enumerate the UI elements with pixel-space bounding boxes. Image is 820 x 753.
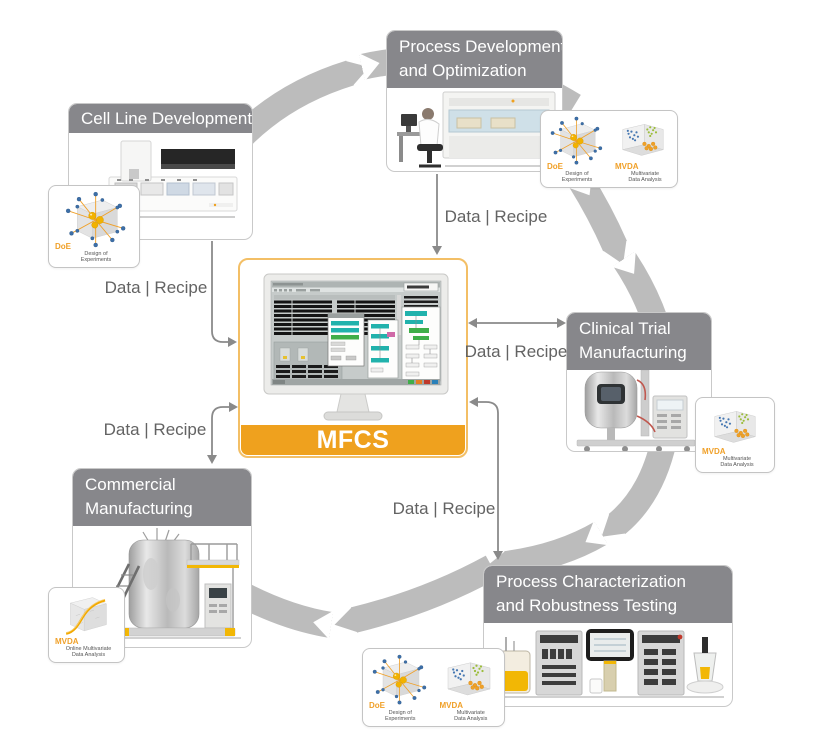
mvda-cube-icon [622, 124, 664, 156]
benchtop-bioreactor-system-illustration [490, 629, 724, 698]
data-recipe-label-process-dev: Data | Recipe [444, 207, 548, 226]
stage-card-process-development: Process Development and Optimization [386, 30, 563, 172]
process-development-workstation-illustration [397, 91, 557, 168]
doe-cube-icon [372, 654, 427, 705]
doe-label: DoE [547, 162, 563, 171]
clinical-bioreactor-illustration [576, 370, 696, 451]
doe-label: DoE [369, 701, 385, 710]
doe-label: DoE [55, 242, 71, 251]
mfcs-label: MFCS [316, 425, 390, 454]
stage-card-clinical-trial: Clinical Trial Manufacturing [566, 312, 712, 452]
mvda-label: MVDA [615, 162, 639, 171]
doe-cube-icon [65, 191, 126, 248]
stage-title: Cell Line Development [69, 104, 252, 133]
stage-title: Process Characterization and Robustness … [484, 566, 732, 623]
mvda-label: MVDA [55, 637, 79, 646]
mfcs-label-bar: MFCS [241, 425, 465, 455]
doe-cube-icon [550, 116, 603, 165]
stage-title: Clinical Trial Manufacturing [567, 313, 711, 370]
mfcs-card: MFCS [238, 258, 468, 458]
mvda-online-cube-icon [64, 596, 108, 635]
data-recipe-label-commercial: Data | Recipe [103, 420, 207, 439]
lab-automation-illustration [108, 140, 238, 218]
stage-card-commercial-manufacturing: Commercial Manufacturing [72, 468, 252, 648]
connector-mfcs-processchar [469, 397, 503, 560]
mvda-label: MVDA [439, 701, 464, 710]
commercial-bioreactor-illustration [93, 528, 241, 639]
mfcs-monitor-illustration [263, 273, 449, 421]
connector-arrows [207, 174, 566, 560]
mvda-label: MVDA [702, 447, 726, 456]
mvda-cube-icon [447, 662, 491, 696]
stage-card-process-characterization: Process Characterization and Robustness … [483, 565, 733, 707]
connector-mfcs-commercial [207, 402, 238, 464]
stage-title: Commercial Manufacturing [73, 469, 251, 526]
stage-title: Process Development and Optimization [387, 31, 562, 88]
data-recipe-label-cell-line: Data | Recipe [104, 278, 208, 297]
data-recipe-label-clinical: Data | Recipe [464, 342, 568, 361]
connector-cellline-to-mfcs [211, 241, 237, 347]
data-recipe-label-process-char: Data | Recipe [392, 499, 496, 518]
